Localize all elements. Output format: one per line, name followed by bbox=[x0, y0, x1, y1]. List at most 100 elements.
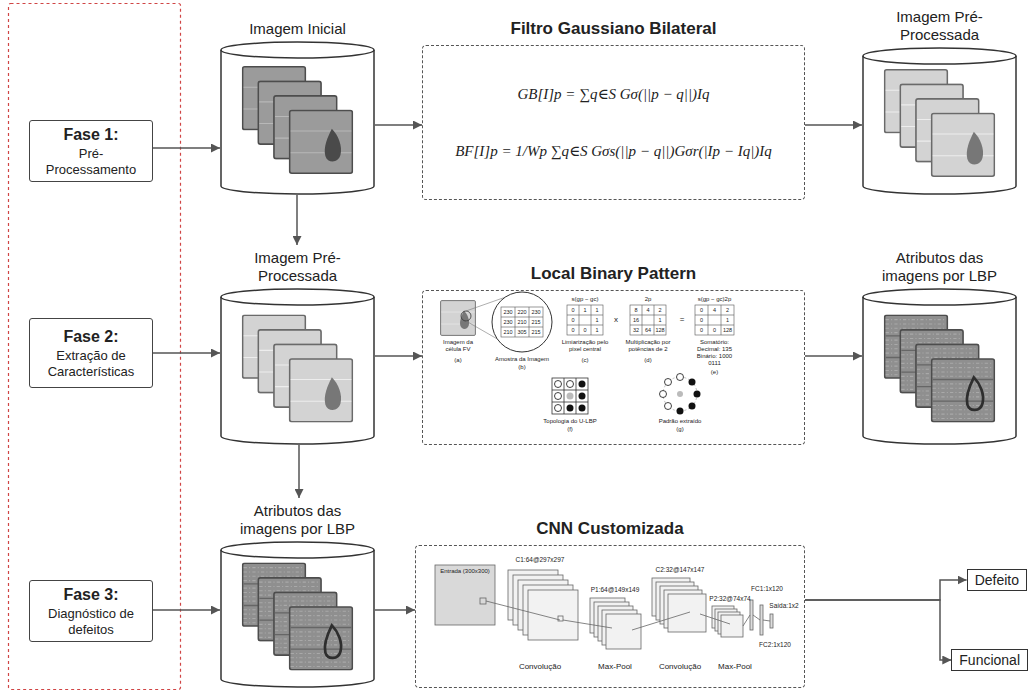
figure-label: Topologia do U-LBP bbox=[543, 418, 596, 425]
figure-label: C2:32@147x147 bbox=[656, 566, 705, 573]
storage-cylinder: Imagem Pré-Processada bbox=[220, 245, 375, 445]
figure-label: Padrão extraído bbox=[659, 418, 702, 425]
figure-label: P2:32@74x74 bbox=[709, 595, 750, 602]
panel-title: CNN Customizada bbox=[376, 519, 844, 539]
figure-label: Max-Pool bbox=[598, 662, 632, 671]
figure-label: 64 bbox=[645, 327, 651, 333]
circle-part bbox=[663, 377, 697, 411]
cylinder-rim bbox=[221, 550, 374, 558]
rect-part bbox=[606, 614, 641, 649]
use-part bbox=[441, 301, 476, 336]
figure-label: 210 bbox=[517, 319, 526, 325]
phase-title: Fase 3: bbox=[35, 585, 147, 604]
figure-label: 1 bbox=[595, 327, 598, 333]
storage-cylinder: Atributos das imagens por LBP bbox=[862, 245, 1017, 445]
cylinder-shape bbox=[220, 541, 375, 688]
output-box: Defeito bbox=[967, 569, 1027, 591]
figure-label: Entrada (300x300) bbox=[440, 568, 490, 575]
circle-part bbox=[689, 379, 696, 386]
phase-box: Fase 3:Diagnóstico de defeitos bbox=[29, 580, 153, 642]
figure-label: FC2:1x120 bbox=[759, 641, 791, 648]
formula: BF[I]p = 1/Wp ∑q∈S Gσs(||p − q||)Gσr(|Ip… bbox=[455, 142, 772, 160]
figure-label: (g) bbox=[676, 426, 683, 433]
figure-label: 4 bbox=[713, 307, 716, 313]
figure-label: 0 bbox=[700, 327, 703, 333]
figure-label: s(gp − gc)2p bbox=[698, 296, 732, 303]
figure-label: (f) bbox=[567, 426, 573, 433]
storage-cylinder: Imagem Pré-Processada bbox=[862, 4, 1017, 195]
flow-arrow bbox=[805, 580, 967, 600]
panel-title: Local Binary Pattern bbox=[383, 264, 844, 284]
flow-arrow bbox=[805, 600, 951, 660]
cylinder-body bbox=[221, 289, 374, 444]
cylinder-shape bbox=[220, 41, 375, 195]
path-part bbox=[486, 601, 560, 620]
figure-label: 1 bbox=[726, 317, 729, 323]
path-part bbox=[630, 305, 666, 335]
output-label: Defeito bbox=[975, 572, 1019, 588]
figure-label: Max-Pool bbox=[718, 662, 752, 671]
flow-arrow bbox=[153, 352, 220, 354]
path-part bbox=[632, 612, 690, 630]
figure-label: (e) bbox=[711, 369, 718, 376]
circle-part bbox=[660, 391, 667, 398]
phase-frame bbox=[9, 4, 181, 690]
figure-label: (b) bbox=[518, 364, 525, 371]
figure-label: 210 bbox=[503, 329, 512, 335]
figure-label: 2 bbox=[658, 307, 661, 313]
flow-arrow bbox=[375, 124, 422, 126]
flow-arrow bbox=[375, 355, 422, 357]
figure-label: 0 bbox=[700, 317, 703, 323]
rect-part bbox=[750, 600, 753, 630]
figure-label: 1 bbox=[658, 317, 661, 323]
figure-label: 1 bbox=[595, 307, 598, 313]
figure-label: 0 bbox=[700, 307, 703, 313]
flow-arrow bbox=[805, 355, 862, 357]
circle-part bbox=[567, 393, 574, 400]
figure-label: Convolução bbox=[519, 662, 561, 671]
figure-label: 4 bbox=[646, 307, 649, 313]
image-stack bbox=[885, 315, 995, 421]
figure-label: 0 bbox=[713, 327, 716, 333]
phase-box: Fase 1:Pré-Processamento bbox=[29, 120, 153, 182]
image-stack bbox=[885, 70, 995, 176]
path-part bbox=[695, 305, 734, 335]
figure-label: (a) bbox=[454, 357, 461, 364]
rect-part bbox=[721, 615, 743, 637]
process-panel: Filtro Gaussiano BilateralGB[I]p = ∑q∈S … bbox=[422, 45, 805, 200]
circle-part bbox=[492, 292, 552, 352]
figure-label: 128 bbox=[655, 327, 664, 333]
figure-label: 128 bbox=[723, 327, 732, 333]
cylinder-body bbox=[863, 48, 1016, 194]
rect-part bbox=[435, 565, 495, 625]
path-part bbox=[501, 307, 543, 337]
cnn-figure bbox=[435, 565, 773, 649]
figure-label: 230 bbox=[531, 309, 540, 315]
figure-label: (c) bbox=[582, 357, 589, 364]
circle-part bbox=[689, 403, 696, 410]
circle-part bbox=[461, 311, 471, 321]
figure-label: Convolução bbox=[659, 662, 701, 671]
output-box: Funcional bbox=[951, 649, 1028, 671]
figure-label: 215 bbox=[531, 329, 540, 335]
flow-arrow bbox=[805, 124, 862, 126]
figure-label: 2 bbox=[726, 307, 729, 313]
rect-part bbox=[528, 590, 578, 640]
figure-label: 0 bbox=[571, 307, 574, 313]
rect-part bbox=[695, 305, 734, 335]
circle-part bbox=[694, 391, 701, 398]
storage-cylinder: Atributos das imagens por LBP bbox=[220, 498, 375, 688]
rect-part bbox=[501, 307, 543, 337]
rect-part bbox=[770, 614, 773, 628]
panel-title: Filtro Gaussiano Bilateral bbox=[383, 19, 844, 39]
circle-part bbox=[567, 381, 574, 388]
storage-heading: Imagem Pré-Processada bbox=[233, 245, 363, 285]
process-panel: Local Binary Pattern bbox=[422, 290, 805, 445]
cylinder-rim bbox=[221, 297, 374, 305]
circle-part bbox=[579, 381, 586, 388]
cylinder-shape bbox=[862, 47, 1017, 195]
cylinder-rim bbox=[221, 50, 374, 58]
formula-area: GB[I]p = ∑q∈S Gσ(||p − q||)IqBF[I]p = 1/… bbox=[423, 46, 804, 199]
phase-title: Fase 1: bbox=[35, 125, 147, 144]
